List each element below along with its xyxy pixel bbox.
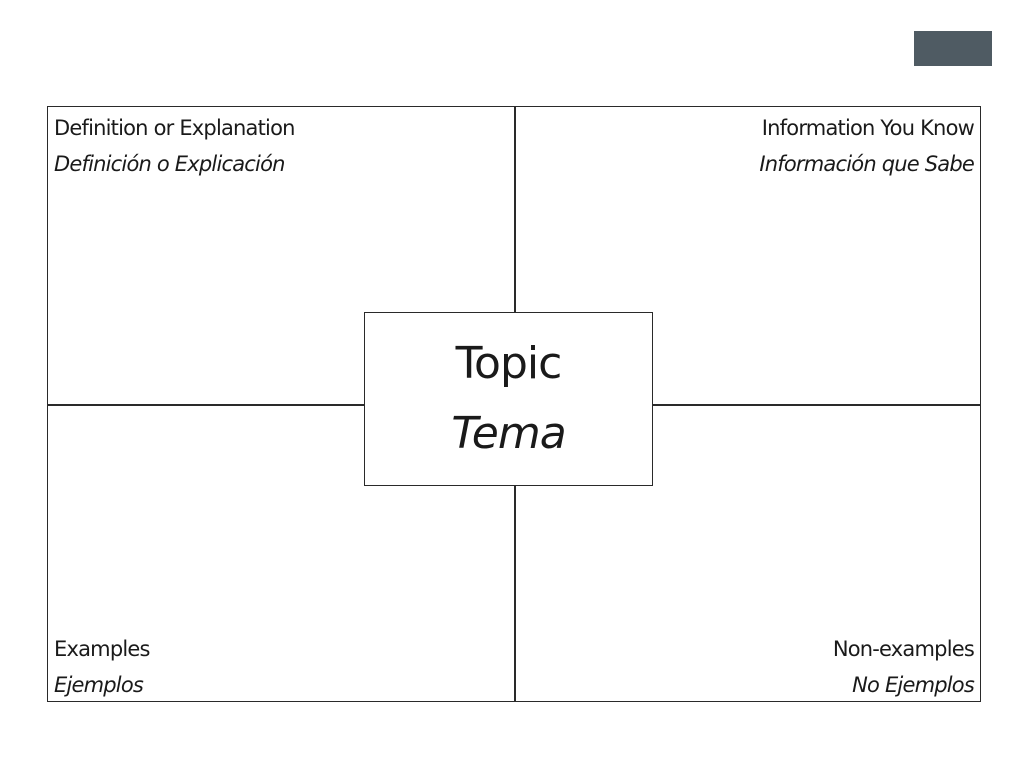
quadrant-non-examples-en: Non-examples: [832, 637, 975, 661]
quadrant-examples-en: Examples: [54, 637, 150, 661]
topic-title-es: Tema: [451, 408, 566, 459]
quadrant-information-en: Information You Know: [761, 116, 975, 140]
corner-block: [914, 31, 992, 66]
quadrant-information-es: Información que Sabe: [759, 152, 974, 176]
quadrant-examples-es: Ejemplos: [54, 673, 144, 697]
topic-title-en: Topic: [455, 338, 563, 389]
quadrant-definition: Definition or Explanation Definición o E…: [54, 110, 295, 182]
quadrant-non-examples: Non-examples No Ejemplos: [832, 631, 975, 703]
quadrant-information: Information You Know Información que Sab…: [759, 110, 974, 182]
quadrant-definition-es: Definición o Explicación: [54, 152, 285, 176]
quadrant-examples: Examples Ejemplos: [54, 631, 150, 703]
quadrant-definition-en: Definition or Explanation: [54, 116, 295, 140]
topic-box: Topic Tema: [364, 312, 653, 486]
quadrant-non-examples-es: No Ejemplos: [852, 673, 975, 697]
